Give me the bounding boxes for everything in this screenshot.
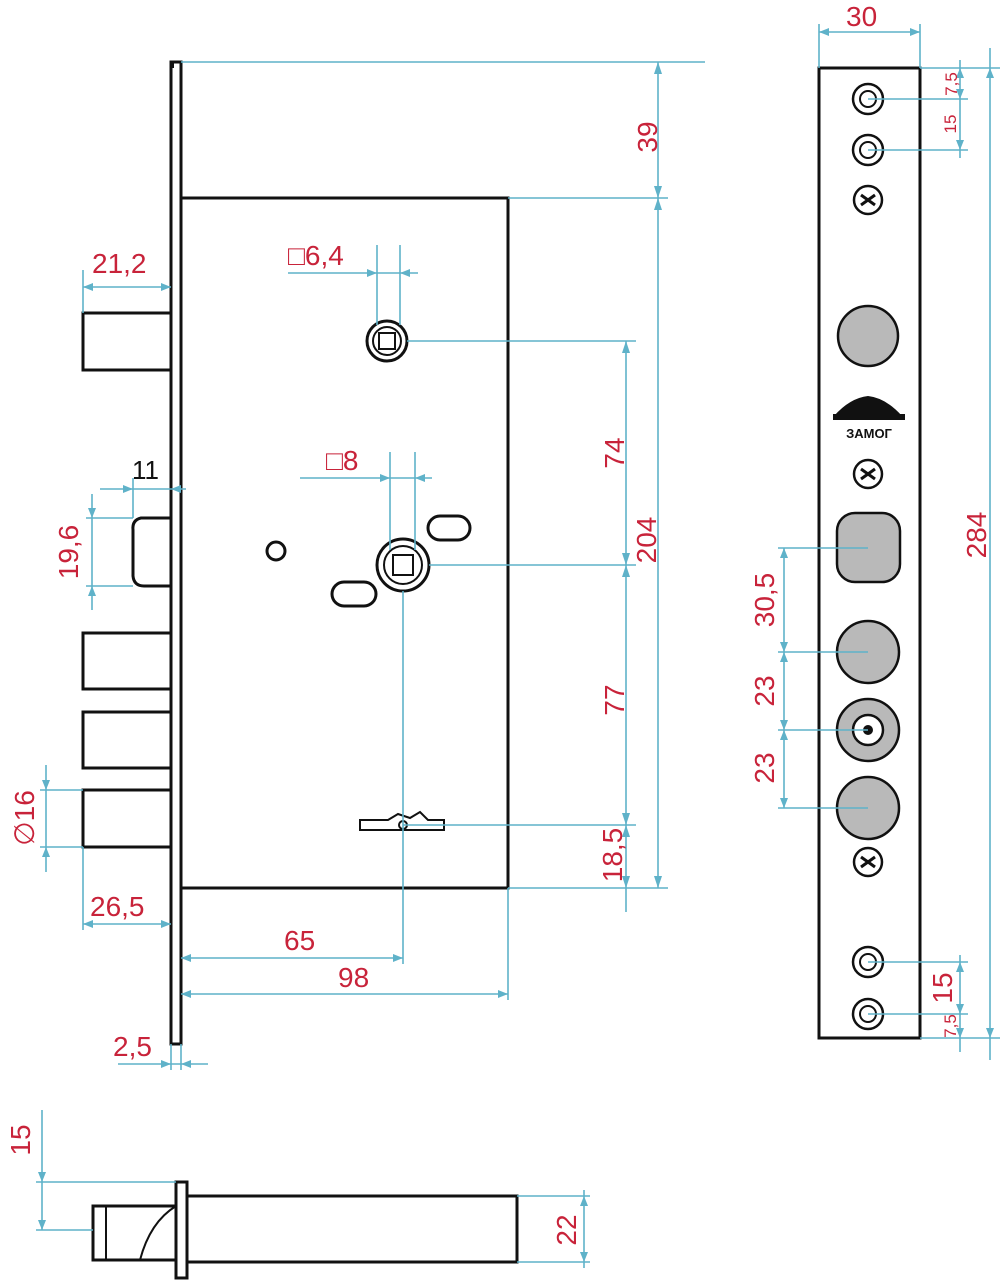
dim-bolt-side-thickness: 15 <box>5 1124 36 1155</box>
lock-case <box>179 196 510 890</box>
dim-total-height: 284 <box>961 512 992 559</box>
dim-case-offset-top: 39 <box>632 121 663 152</box>
dim-faceplate-width: 30 <box>846 1 877 32</box>
faceplate-dimensions: 30 284 7,5 15 15 7,5 <box>749 1 1000 1060</box>
side-dimensions: 15 22 <box>5 1110 590 1268</box>
slot-lower <box>330 580 378 608</box>
latch <box>131 516 173 588</box>
dim-bolt-spacing-3: 23 <box>749 752 780 783</box>
screw-icon <box>852 184 884 216</box>
side-case <box>185 1194 519 1264</box>
dim-bolt-side-height: 22 <box>551 1214 582 1245</box>
lower-bolt-3 <box>81 788 173 849</box>
upper-spindle-square <box>378 332 396 350</box>
side-faceplate <box>174 1180 189 1280</box>
dim-upper-bolt-projection: 21,2 <box>92 248 147 279</box>
upper-spindle-ring <box>372 326 402 356</box>
lower-bolt-2 <box>81 710 173 770</box>
side-latch-curve <box>139 1205 177 1261</box>
dim-spindle-to-key: 74 <box>599 437 630 468</box>
mounting-hole <box>265 540 287 562</box>
brand-logo: ЗАМОГ <box>833 396 905 441</box>
cylinder-cam <box>359 810 445 831</box>
dim-square-small: □6,4 <box>288 240 344 271</box>
dim-backset-cylinder: 65 <box>284 925 315 956</box>
dim-cylinder-to-bottom: 18,5 <box>597 828 628 883</box>
dim-bolt-spacing-1: 30,5 <box>749 573 780 628</box>
front-dimensions: 39 74 204 77 18,5 □6,4 □8 21,2 11 <box>9 61 705 1070</box>
dim-screw-top-spacing: 15 <box>941 115 960 134</box>
screw-icon <box>852 458 884 490</box>
dim-lower-bolt-projection: 26,5 <box>90 891 145 922</box>
dim-latch-projection: 11 <box>132 455 159 485</box>
dim-key-to-cylinder: 77 <box>599 684 630 715</box>
lower-bolt-1 <box>81 631 173 691</box>
dim-case-depth: 98 <box>338 962 369 993</box>
dim-faceplate-thickness: 2,5 <box>113 1031 152 1062</box>
upper-bolt <box>81 311 173 372</box>
dim-case-height: 204 <box>631 517 662 564</box>
dim-screw-bottom-edge: 7,5 <box>941 1014 960 1038</box>
screw-icon <box>852 846 884 878</box>
brand-logo-text: ЗАМОГ <box>846 426 892 441</box>
dim-bolt-diameter: ∅16 <box>9 790 40 846</box>
dim-latch-height: 19,6 <box>53 525 84 580</box>
front-view <box>81 60 510 1046</box>
slot-upper <box>426 514 472 542</box>
faceplate-view: ЗАМОГ <box>817 66 922 1040</box>
main-spindle-ring <box>383 545 423 585</box>
upper-bolt-face <box>836 304 900 368</box>
dim-bolt-spacing-2: 23 <box>749 675 780 706</box>
dim-screw-top-edge: 7,5 <box>942 72 961 96</box>
main-spindle-square <box>392 554 414 576</box>
dim-screw-bottom-spacing: 15 <box>927 972 958 1003</box>
dim-square-large: □8 <box>326 445 358 476</box>
side-view <box>91 1180 519 1280</box>
